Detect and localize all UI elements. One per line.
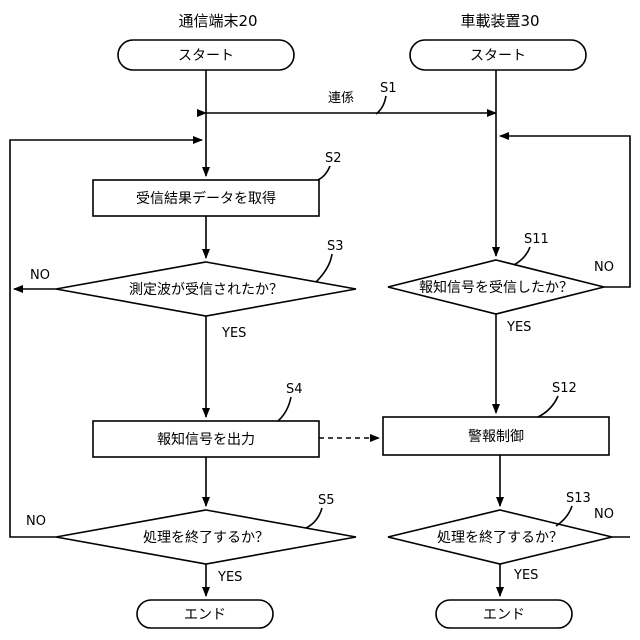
start-left-label: スタート bbox=[178, 48, 234, 64]
leader-s3 bbox=[316, 254, 332, 282]
step-label-s3: S3 bbox=[327, 239, 344, 254]
s4-process-label: 報知信号を出力 bbox=[157, 431, 255, 448]
right-column-header: 車載装置30 bbox=[460, 12, 539, 30]
leader-s1 bbox=[376, 96, 386, 114]
s13-no-label: NO bbox=[594, 507, 614, 522]
s2-process-label: 受信結果データを取得 bbox=[136, 190, 276, 207]
leader-s4 bbox=[278, 397, 291, 421]
s11-yes-label: YES bbox=[506, 320, 531, 335]
leader-s2 bbox=[318, 166, 330, 180]
s5-yes-label: YES bbox=[217, 570, 242, 585]
s5-decision-label: 処理を終了するか？ bbox=[143, 530, 269, 546]
step-label-s11: S11 bbox=[524, 232, 549, 247]
end-left-label: エンド bbox=[184, 607, 226, 623]
end-right-label: エンド bbox=[483, 607, 525, 623]
step-label-s1: S1 bbox=[380, 81, 397, 96]
left-column-header: 通信端末20 bbox=[178, 12, 257, 30]
s3-no-label: NO bbox=[30, 268, 50, 283]
step-label-s5: S5 bbox=[318, 493, 335, 508]
step-label-s13: S13 bbox=[566, 491, 591, 506]
s3-decision-label: 測定波が受信されたか？ bbox=[129, 282, 283, 298]
link-label: 連係 bbox=[328, 91, 354, 106]
leader-s13 bbox=[556, 506, 572, 526]
leader-s5 bbox=[306, 508, 322, 528]
step-label-s2: S2 bbox=[325, 151, 342, 166]
leader-s11 bbox=[514, 247, 530, 265]
s11-no-label: NO bbox=[594, 260, 614, 275]
s5-no-label: NO bbox=[26, 514, 46, 529]
step-label-s4: S4 bbox=[286, 382, 303, 397]
s11-decision-label: 報知信号を受信したか？ bbox=[419, 279, 573, 296]
s12-process-label: 警報制御 bbox=[468, 429, 524, 445]
step-label-s12: S12 bbox=[552, 381, 577, 396]
s13-yes-label: YES bbox=[513, 568, 538, 583]
s13-decision-label: 処理を終了するか？ bbox=[437, 530, 563, 546]
leader-s12 bbox=[538, 396, 558, 417]
s3-yes-label: YES bbox=[221, 326, 246, 341]
start-right-label: スタート bbox=[470, 48, 526, 64]
